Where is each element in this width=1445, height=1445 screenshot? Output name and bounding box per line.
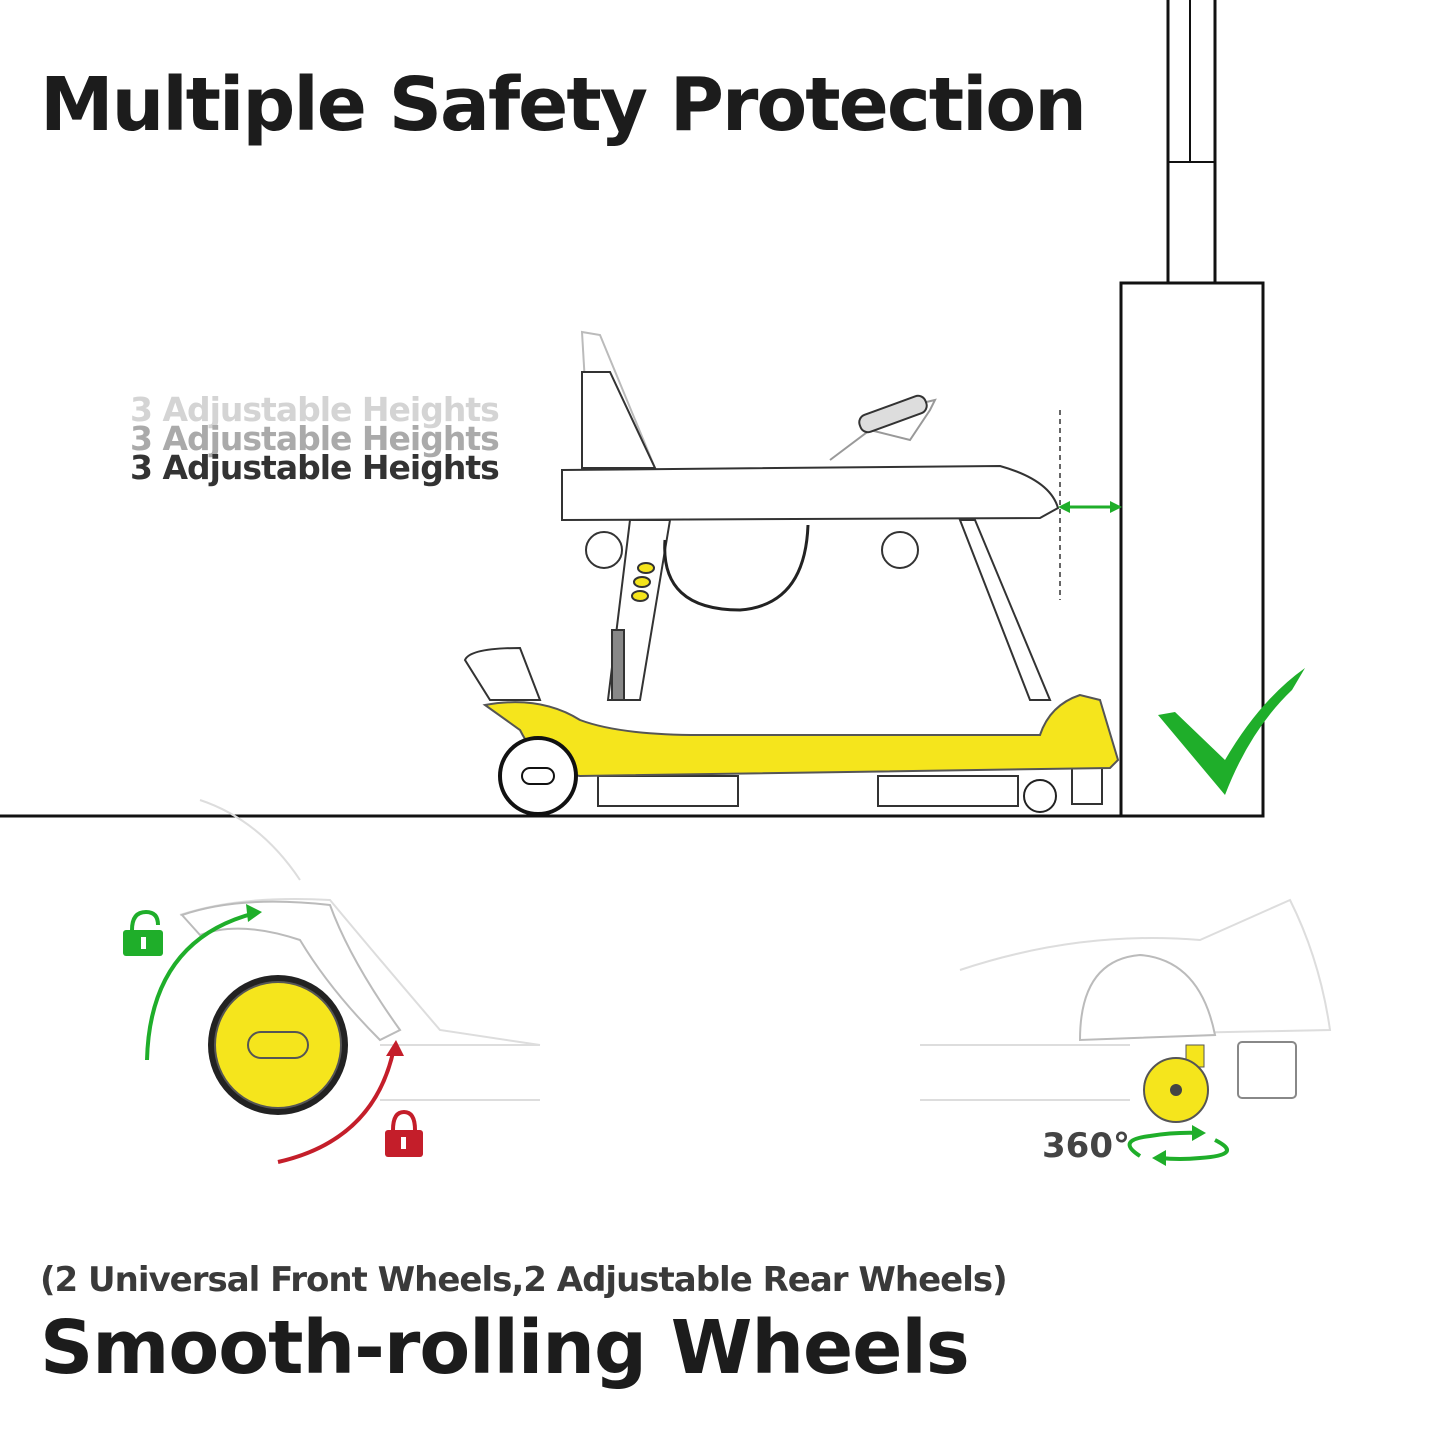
page-title: Multiple Safety Protection [40,62,1087,148]
faded-walker-reflection [179,799,1332,1101]
wheels-title: Smooth-rolling Wheels [40,1305,970,1391]
lock-arrow [277,1047,396,1164]
lock-icon [385,1109,423,1157]
distance-arrow-icon [1058,501,1122,513]
rear-wheel [498,736,578,816]
unlock-icon [123,909,163,956]
rotation-arrows-icon [1127,1125,1229,1166]
rear-wheel-closeup [208,975,348,1115]
rotation-label: 360° [1042,1126,1130,1166]
wheels-subtitle: (2 Universal Front Wheels,2 Adjustable R… [40,1260,1008,1300]
swivel-caster-closeup [1078,953,1297,1123]
wall [1119,0,1265,818]
check-mark-icon [1158,668,1305,795]
height-label-mid: 3 Adjustable Heights [130,419,500,458]
yellow-base [482,693,1120,778]
walker-drawing [463,330,1103,807]
rear-wheel-fender [180,900,402,1042]
front-wheel [1023,779,1057,813]
unlock-arrow [145,911,256,1061]
height-label-low: 3 Adjustable Heights [130,448,500,487]
height-label-high: 3 Adjustable Heights [130,390,500,429]
